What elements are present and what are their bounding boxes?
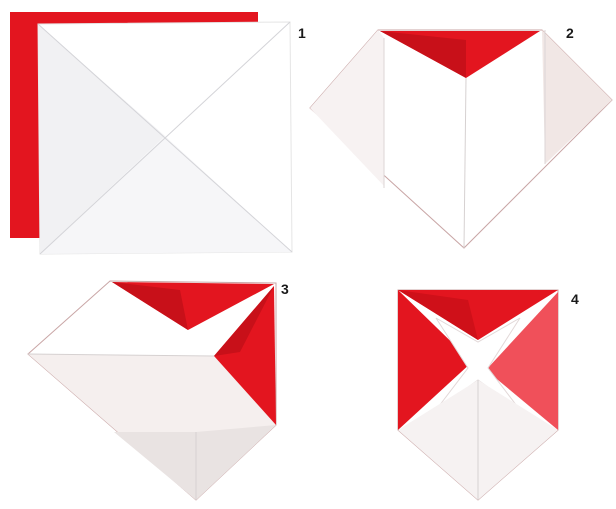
step-number-1: 1 (298, 26, 306, 40)
step-number-2: 2 (566, 26, 574, 40)
step-number-4: 4 (571, 292, 579, 306)
step-number-3: 3 (281, 282, 289, 296)
